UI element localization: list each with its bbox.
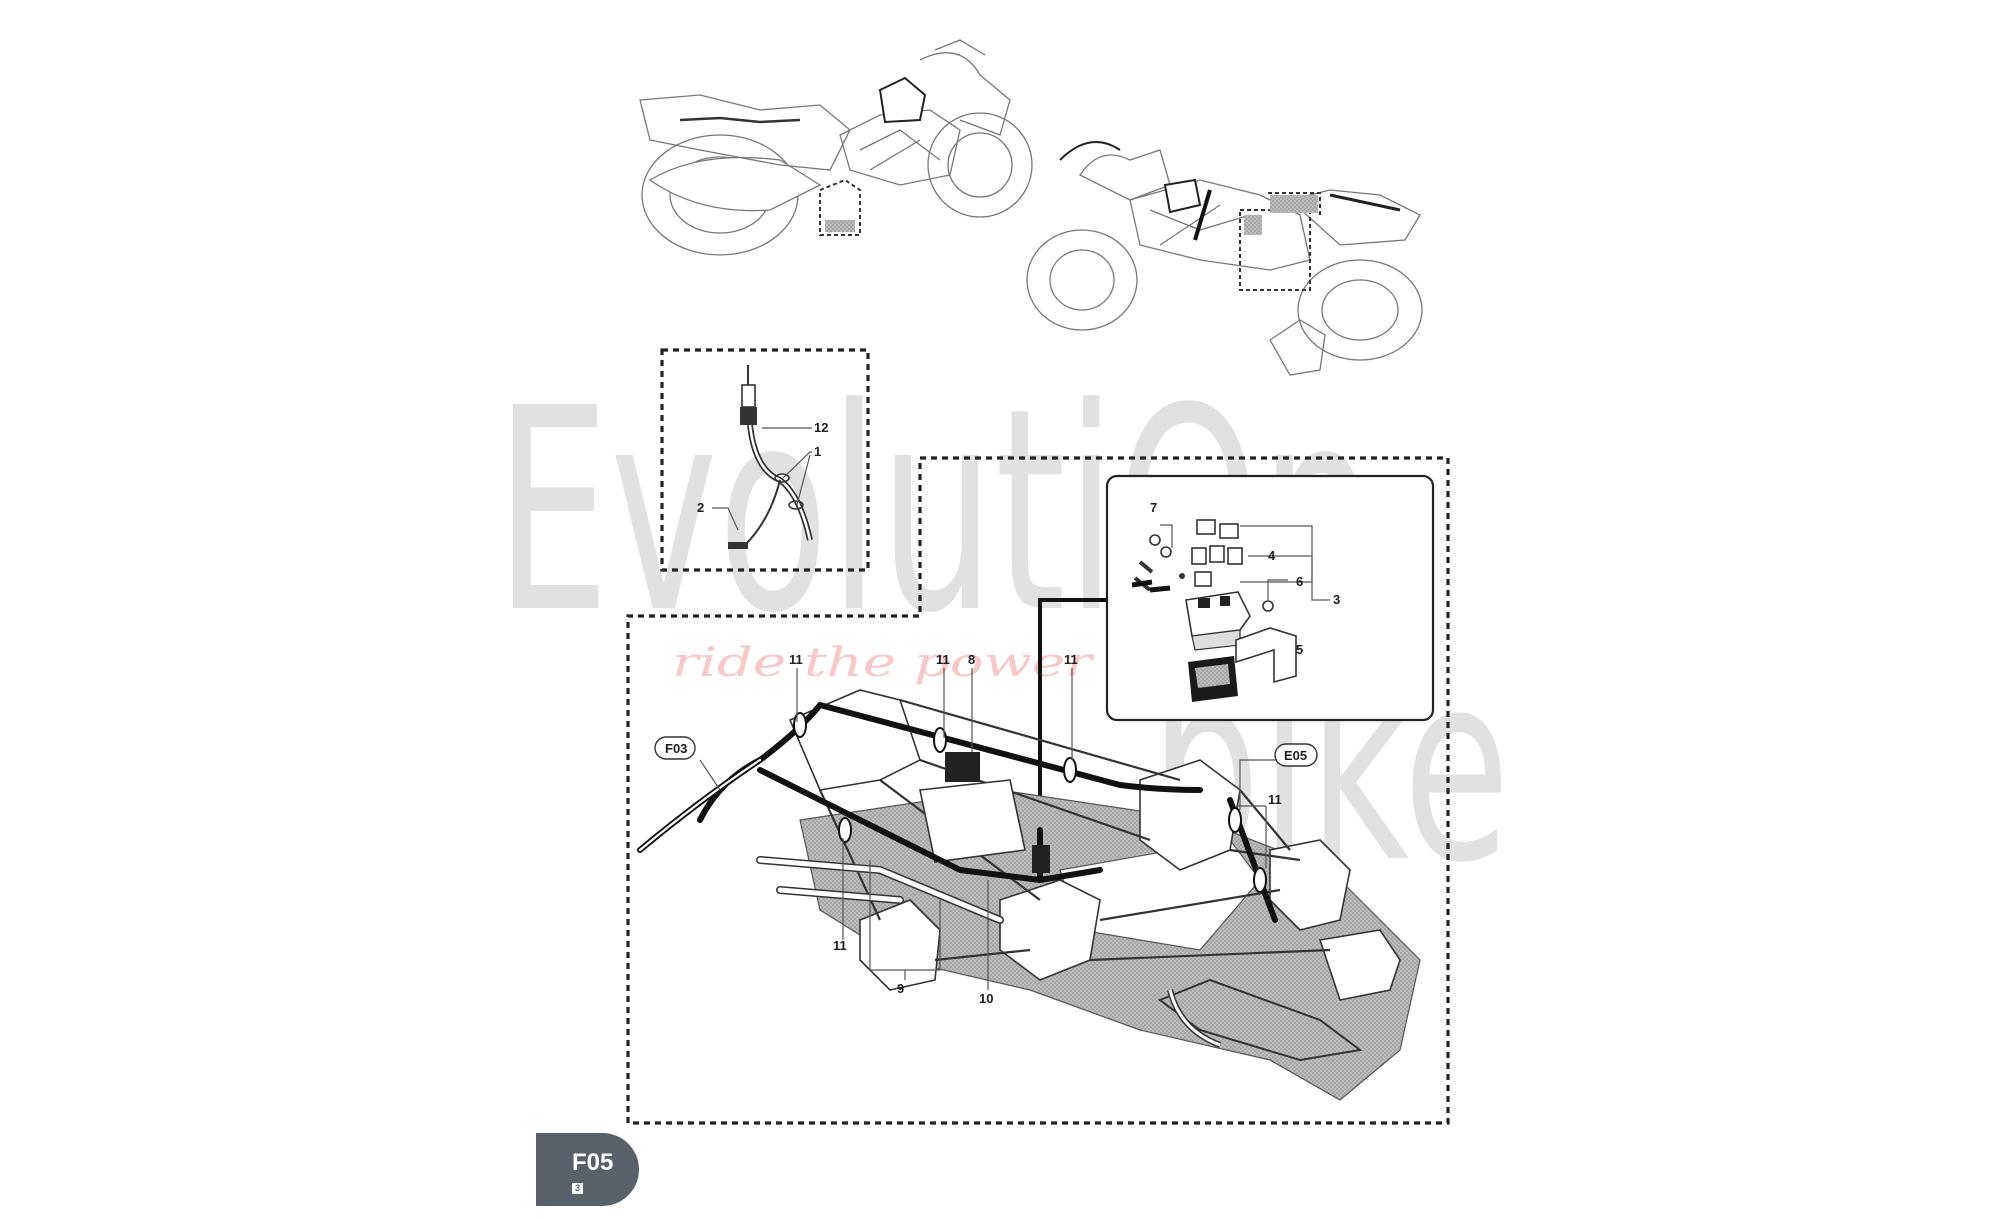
leader-2 xyxy=(712,507,739,531)
callout-8: 8 xyxy=(968,652,975,667)
callout-4: 4 xyxy=(1268,548,1276,563)
leader-6 xyxy=(1267,579,1288,600)
motorcycle-overview-left-illustration xyxy=(639,39,1033,256)
leader-1 xyxy=(782,451,812,506)
page-tab-sub: 3 xyxy=(572,1183,583,1194)
callout-3: 3 xyxy=(1333,592,1340,607)
leader-3 xyxy=(1311,556,1330,601)
leader-4 xyxy=(1240,525,1313,583)
callout-1: 1 xyxy=(814,444,821,459)
relay-assembly-illustration xyxy=(1185,591,1251,651)
callout-11-e: 11 xyxy=(833,938,847,953)
fuse-parts-illustration xyxy=(1191,519,1243,587)
connector-detail-frame xyxy=(660,348,870,572)
watermark-tagline: ride the power xyxy=(672,640,1096,686)
screw-parts-illustration xyxy=(1131,534,1185,593)
callout-7: 7 xyxy=(1150,500,1157,515)
screw-6-illustration xyxy=(1262,600,1274,612)
leader-e05 xyxy=(1239,759,1280,810)
connector-cable-illustration xyxy=(728,365,813,549)
callout-6: 6 xyxy=(1296,574,1303,589)
callout-10: 10 xyxy=(979,991,993,1006)
callout-11-b: 11 xyxy=(936,652,950,667)
callout-9: 9 xyxy=(897,981,904,996)
relay-fuse-inset: 7 4 6 3 5 xyxy=(1105,474,1435,722)
motorcycle-overview-right-illustration xyxy=(1026,141,1423,376)
page-tab-code: F05 xyxy=(572,1149,614,1176)
leader-5 xyxy=(1295,645,1299,651)
page-tab: F05 3 xyxy=(536,1133,639,1206)
leader-9 xyxy=(869,860,941,980)
callout-11-a: 11 xyxy=(789,652,803,667)
leader-11-d xyxy=(1236,805,1267,868)
callout-12: 12 xyxy=(814,420,828,435)
reference-tag-f03 xyxy=(654,736,696,760)
harness-detail-frame xyxy=(626,456,1450,1125)
leader-f03 xyxy=(699,759,721,791)
callout-5: 5 xyxy=(1296,642,1303,657)
harness-callouts: 11 11 8 11 11 11 9 10 F03 E05 xyxy=(654,652,1318,1006)
relay-bracket-illustration xyxy=(1235,627,1297,684)
inset-connector-line xyxy=(1038,598,1107,830)
callout-2: 2 xyxy=(697,500,704,515)
reference-tag-f03-label: F03 xyxy=(665,741,687,756)
rear-frame-harness-illustration xyxy=(637,689,1421,1101)
callout-11-d: 11 xyxy=(1268,792,1282,807)
leader-7 xyxy=(1160,524,1173,548)
reference-tag-e05-label: E05 xyxy=(1284,748,1307,763)
connector-detail-box: 12 1 2 xyxy=(660,348,870,572)
reference-tag-e05 xyxy=(1274,743,1318,767)
callout-11-c: 11 xyxy=(1064,652,1078,667)
